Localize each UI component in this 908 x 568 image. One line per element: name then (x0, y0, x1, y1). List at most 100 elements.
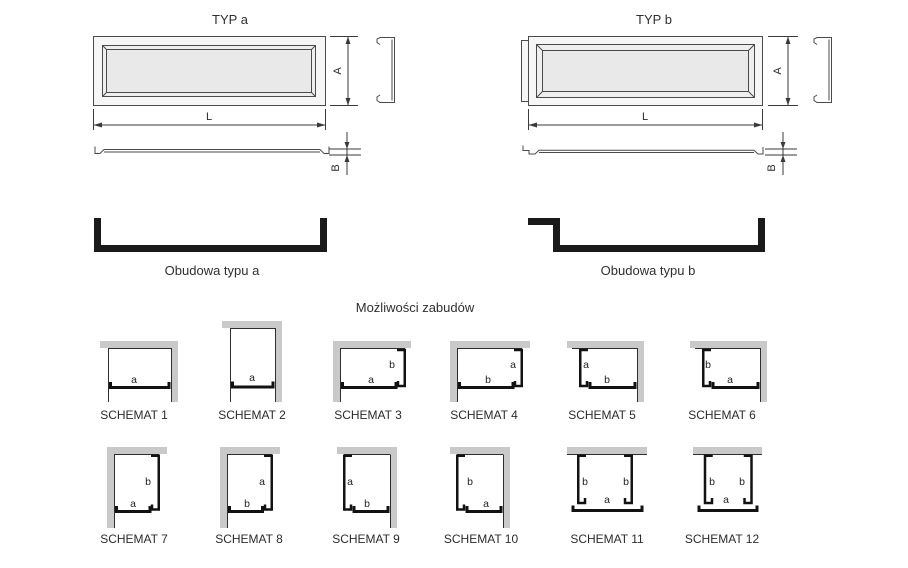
schemat-6: b a SCHEMAT 6 (672, 318, 772, 422)
typ-b-side-profile (813, 37, 832, 103)
channel-right (513, 348, 523, 388)
typ-a-dim-length-label: L (206, 111, 212, 123)
channel-left (343, 454, 353, 511)
wall-top (690, 341, 767, 348)
channel-bottom (341, 382, 398, 389)
schemat-10: b a SCHEMAT 10 (431, 440, 531, 546)
schemat-3-label: SCHEMAT 3 (334, 408, 402, 422)
section-title: Możliwości zabudów (355, 300, 475, 315)
wall-top (222, 321, 282, 328)
housing-type-b-profile (528, 218, 765, 252)
channel-left-label: b (582, 476, 588, 488)
housing-type-a-profile (94, 218, 327, 252)
channel-left (577, 454, 587, 505)
wall-top (693, 447, 762, 454)
schemat-9-drawing: a b (337, 447, 397, 528)
schemat-7-label: SCHEMAT 7 (100, 532, 168, 546)
schemat-2: a SCHEMAT 2 (202, 318, 302, 422)
channel-left-label: a (583, 359, 589, 371)
typ-b-dim-height-label: A (772, 67, 784, 75)
channel-bottom-label: a (249, 372, 255, 384)
channel-bottom-label: b (604, 374, 610, 386)
channel-bottom-label: a (130, 498, 136, 510)
room-outline (344, 454, 391, 528)
typ-a-dim-thickness-label: B (330, 164, 342, 171)
room-outline (457, 454, 504, 528)
schemat-3: b a SCHEMAT 3 (318, 318, 418, 422)
schemat-9-label: SCHEMAT 9 (332, 532, 400, 546)
schemat-5-drawing: a b (567, 341, 644, 402)
wall-top (337, 447, 397, 454)
wall-right (275, 328, 282, 402)
room-outline (108, 348, 172, 402)
channel-bottom-label: a (483, 498, 489, 510)
channel-left-label: b (709, 476, 715, 488)
wall-top (333, 341, 411, 348)
channel-bottom (115, 506, 152, 513)
wall-left (333, 348, 340, 402)
schemat-1-label: SCHEMAT 1 (100, 408, 168, 422)
room-outline (114, 454, 159, 528)
channel-left (456, 454, 466, 511)
housing-type-b-drawing (528, 218, 765, 252)
schemat-12-label: SCHEMAT 12 (684, 532, 760, 546)
schemat-8-drawing: a b (220, 447, 280, 528)
channel-right (743, 454, 753, 505)
channel-right (623, 454, 633, 505)
channel-left-label: b (705, 359, 711, 371)
channel-right-label: a (510, 359, 516, 371)
wall-top (107, 447, 167, 454)
channel-bottom-label: a (723, 494, 729, 506)
channel-bottom (231, 381, 275, 389)
schemat-8-label: SCHEMAT 8 (215, 532, 283, 546)
channel-right-label: b (623, 476, 629, 488)
schemat-7: b a SCHEMAT 7 (84, 440, 184, 546)
wall-right (171, 348, 178, 402)
typ-b-title: TYP b (636, 12, 672, 27)
channel-bottom (588, 382, 637, 389)
channel-right (150, 454, 160, 511)
schemat-2-drawing: a (222, 321, 282, 402)
channel-right-label: b (739, 476, 745, 488)
schemat-2-label: SCHEMAT 2 (218, 408, 286, 422)
room-outline (230, 328, 276, 402)
room-outline (572, 348, 638, 402)
channel-bottom-label: b (485, 374, 491, 386)
housing-type-a-label: Obudowa typu a (164, 263, 260, 278)
channel-bottom (571, 505, 644, 512)
channel-right (263, 454, 273, 511)
channel-bottom (228, 506, 264, 513)
wall-right (637, 348, 644, 402)
schemat-9: a b SCHEMAT 9 (316, 440, 416, 546)
channel-bottom-label: b (244, 498, 250, 510)
channel-bottom (352, 506, 390, 513)
wall-right (503, 454, 510, 528)
channel-bottom (109, 382, 171, 389)
wall-left (107, 454, 114, 528)
channel-right-label: a (259, 476, 265, 488)
wall-top (450, 447, 510, 454)
channel-left-label: a (347, 476, 353, 488)
typ-b-dim-length-label: L (642, 111, 648, 123)
channel-bottom-label: a (727, 374, 733, 386)
channel-right (396, 348, 406, 388)
typ-a-length-dimension: L (93, 109, 326, 130)
schemat-4: a b SCHEMAT 4 (434, 318, 534, 422)
typ-b-length-dimension: L (528, 109, 763, 130)
schemat-4-label: SCHEMAT 4 (450, 408, 518, 422)
wall-left (450, 348, 457, 402)
housing-type-a-drawing (94, 218, 327, 252)
typ-a-dim-height-label: A (332, 67, 344, 75)
room-outline (695, 348, 761, 402)
channel-left (702, 348, 712, 388)
schemat-11-label: SCHEMAT 11 (570, 532, 644, 546)
channel-bottom-label: a (368, 374, 374, 386)
schemat-5-label: SCHEMAT 5 (568, 408, 636, 422)
channel-right-label: b (389, 359, 395, 371)
schemat-1: a SCHEMAT 1 (84, 318, 184, 422)
schemat-10-drawing: b a (450, 447, 510, 528)
typ-b-cross-section (522, 145, 764, 155)
schemat-11: b b a SCHEMAT 11 (557, 440, 657, 546)
typ-b-drawing: A L B (521, 36, 832, 175)
schemat-10-label: SCHEMAT 10 (443, 532, 519, 546)
